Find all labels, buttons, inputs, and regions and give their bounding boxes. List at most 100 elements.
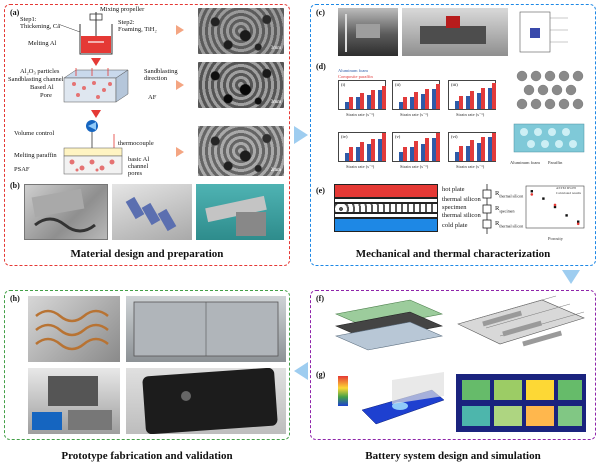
prototype-caption: Prototype fabrication and validation [61,450,233,462]
r-specimen: Rspecimen [495,205,515,214]
bar-al-foam [367,95,371,109]
channel-text: channel [128,163,149,170]
bar-al-foam [367,144,371,161]
arrow-to-sem-1 [176,25,184,35]
scatter-point [553,203,557,207]
thermal-silicon-text-1: thermal silicon [442,196,481,203]
foam-sample-photo [112,184,192,240]
scatter-point [565,214,568,217]
thermal-silicon-text-2: thermal silicon [442,212,481,219]
scatter-point [530,193,534,196]
foam-lattice-render [516,70,584,110]
bar-composite [436,133,440,161]
aluminum-foam-text: Aluminum foam [510,160,540,165]
specimen-layer [334,203,438,213]
bar-al-foam [488,136,492,161]
bar-al-foam [455,101,459,109]
based-al-text: Based Al [30,84,54,91]
bar-chart-3: (iii) [448,80,496,110]
battery-pack-closed-photo [126,368,286,434]
temperature-field-map [456,374,586,432]
volume-control-text: Volume control [14,130,55,137]
sem-image-3: 2mm [198,126,284,176]
bar-composite [459,145,463,161]
thermal-test-rig-photo [402,8,508,56]
bar-al-foam [356,147,360,161]
thermal-silicon-layer-2 [334,213,438,218]
mechanical-thermal-caption: Mechanical and thermal characterization [355,248,551,260]
bar-chart-5: (v) [392,132,440,162]
foaming-crucible-diagram [57,12,113,55]
flow-arrow-right [294,126,308,144]
bar-chart-4: (iv) [338,132,386,162]
bar-chart-1: (i) [338,80,386,110]
label-e: (e) [316,186,325,195]
bar-composite [481,136,485,161]
af-text: AF [148,94,157,101]
bar-al-foam [477,142,481,161]
bar-chart-tag: (vi) [451,134,458,139]
stress-simulation-contour [338,372,445,425]
r-thermal-silicon-1: Rthermal silicon [495,190,524,199]
bar-al-foam [466,95,470,109]
thermal-silicon-layer-1 [334,198,438,203]
legend-al-foam: Aluminum foam [338,68,368,73]
bar-composite [414,140,418,161]
bar-composite [414,91,418,109]
bar-composite [349,147,353,161]
bar-al-foam [356,97,360,109]
d-x-label-2: Strain rate (s⁻¹) [400,112,429,117]
specimen-text: specimen [442,204,467,211]
bar-al-foam [432,137,436,161]
bar-chart-tag: (i) [341,82,346,87]
bar-composite [382,133,386,161]
pores-text: pores [128,170,143,177]
down-arrow-1 [91,58,101,66]
label-f: (f) [316,294,324,303]
bar-al-foam [477,93,481,109]
porosity-scatter-plot [525,185,585,229]
scatter-point [530,190,533,193]
bar-composite [360,92,364,109]
battery-pack-open-photo [126,296,286,362]
bar-composite [425,137,429,161]
bar-al-foam [421,94,425,109]
thermocouple-text: thermocouple [118,140,154,147]
melting-paraffin-text: Melting paraffin [14,152,57,159]
bar-al-foam [378,90,382,109]
bar-composite [436,84,440,109]
flow-arrow-down [562,270,580,284]
sandblasting-text: Sandblasting [144,68,178,75]
direction-text: direction [144,75,168,82]
scatter-point [553,205,557,209]
r-thermal-silicon-2: Rthermal silicon [495,220,524,229]
bar-al-foam [399,152,403,161]
bar-composite [425,89,429,109]
bar-al-foam [345,152,349,161]
bar-al-foam [399,101,403,109]
bar-al-foam [466,145,470,161]
bar-chart-tag: (iv) [341,134,348,139]
flow-arrow-left [294,362,308,380]
down-arrow-2 [91,110,101,118]
bar-chart-tag: (v) [395,134,401,139]
scatter-legend-1: ASTM D5470 [556,186,577,190]
bar-composite [481,88,485,109]
bar-composite [470,90,474,109]
label-a: (a) [10,8,20,17]
sem-image-2: 3mm [198,62,284,108]
sandblasting-block-diagram [63,68,129,103]
d-x-label-5: Strain rate (s⁻¹) [400,164,429,169]
material-design-caption: Material design and preparation [70,248,224,260]
legend-composite: Composite paraffin [338,74,373,79]
scatter-point [542,197,545,200]
compression-test-photo [338,8,398,56]
bar-chart-6: (vi) [448,132,496,162]
label-d: (d) [316,62,326,71]
bar-al-foam [410,96,414,109]
thickening-text: Thickening, Ca [20,23,61,30]
bar-composite [371,90,375,109]
bar-al-foam [488,88,492,109]
battery-system-panel [310,290,596,440]
cold-plate-layer [334,218,438,232]
